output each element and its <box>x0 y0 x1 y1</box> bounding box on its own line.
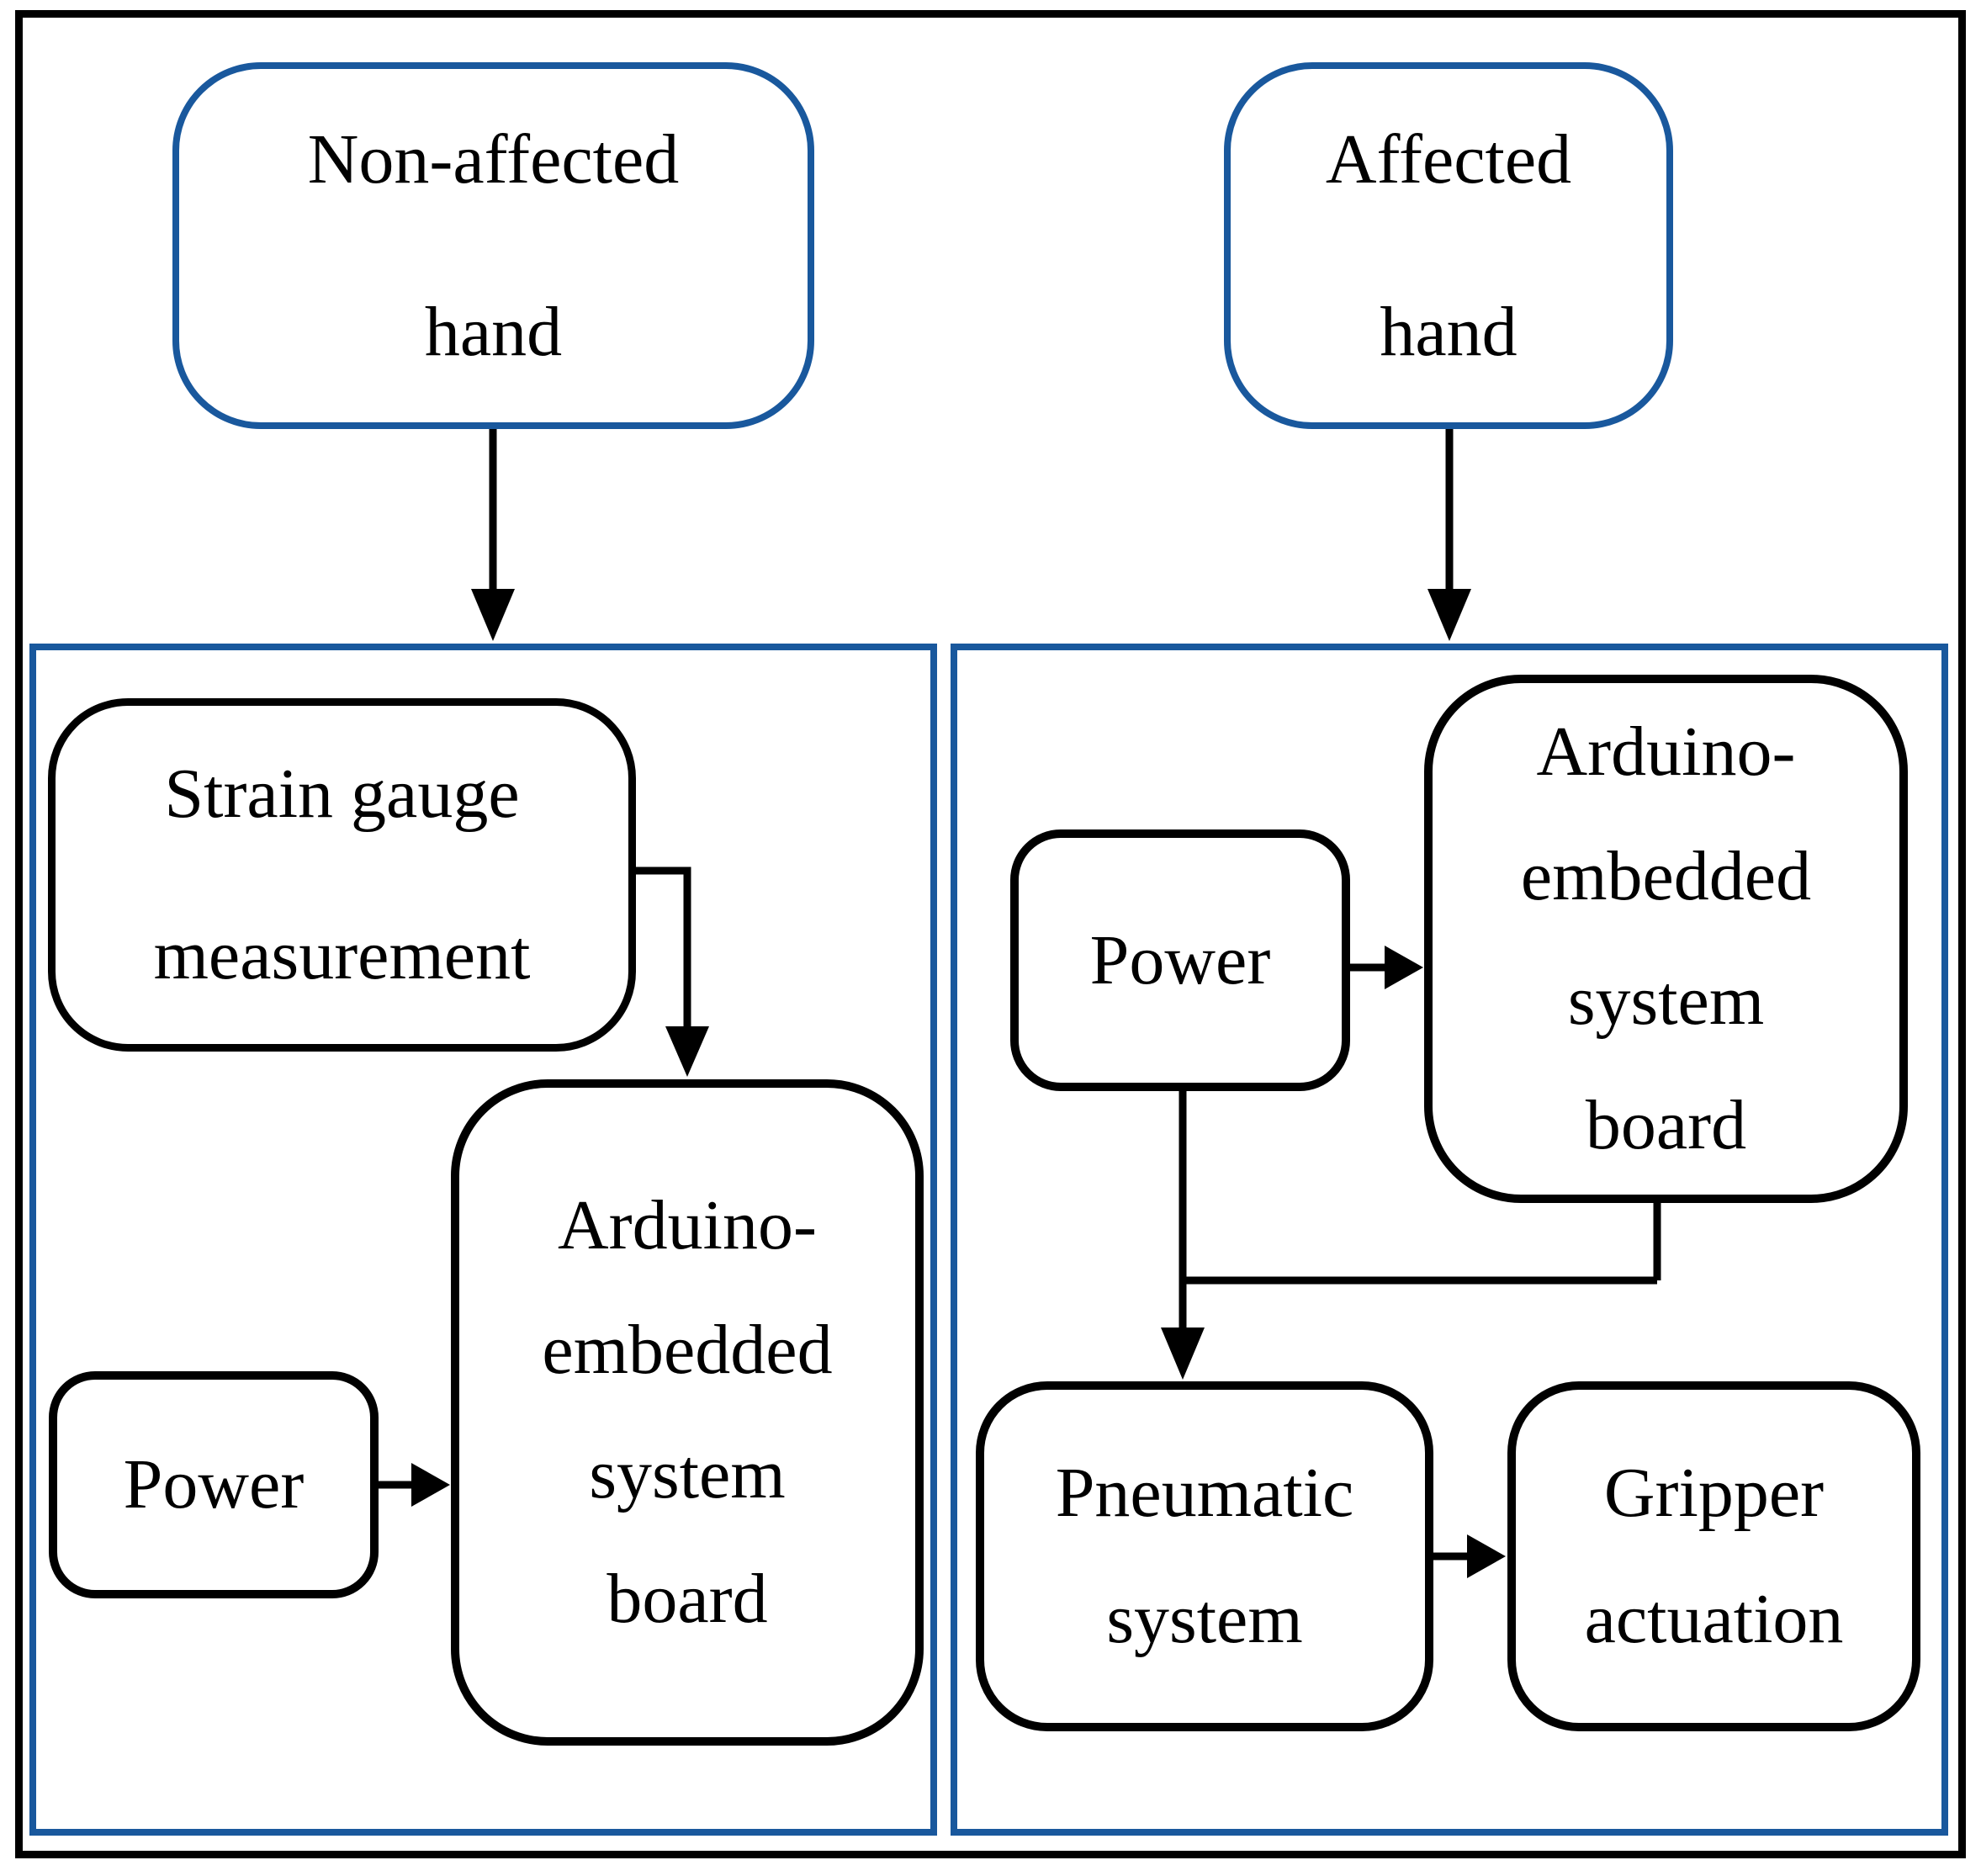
power-box-right: Power <box>1010 829 1350 1091</box>
affected-hand-label-line2: hand <box>1380 293 1518 371</box>
arduino-left-label-line1: Arduino- <box>558 1186 817 1264</box>
arduino-right-label-line4: board <box>1585 1086 1747 1164</box>
power-box-left: Power <box>49 1371 379 1598</box>
pneumatic-system-box: Pneumatic system <box>976 1381 1433 1731</box>
pneumatic-label-line1: Pneumatic <box>1055 1454 1354 1532</box>
non-affected-hand-label-line2: hand <box>424 293 563 371</box>
gripper-label-line2: actuation <box>1584 1580 1844 1658</box>
strain-gauge-measurement-box: Strain gauge measurement <box>48 698 636 1052</box>
affected-panel <box>951 644 1948 1836</box>
arrow-strain-gauge-to-arduino-left <box>633 866 709 1077</box>
arduino-right-label-line3: system <box>1567 962 1765 1040</box>
arduino-left-label-line2: embedded <box>542 1311 833 1389</box>
gripper-actuation-box: Gripper actuation <box>1507 1381 1920 1731</box>
strain-gauge-label-line1: Strain gauge <box>164 755 520 833</box>
figure-outer-border <box>15 10 1966 1858</box>
power-left-label: Power <box>123 1445 305 1524</box>
arduino-right-label-line1: Arduino- <box>1536 713 1796 791</box>
arduino-left-label-line4: board <box>606 1560 768 1638</box>
non-affected-panel <box>29 644 937 1836</box>
arduino-embedded-system-board-box-right: Arduino- embedded system board <box>1424 675 1908 1203</box>
arduino-embedded-system-board-box-left: Arduino- embedded system board <box>451 1079 924 1746</box>
arduino-right-label-line2: embedded <box>1520 837 1812 915</box>
strain-gauge-label-line2: measurement <box>153 916 531 994</box>
arrow-power-and-arduino-to-pneumatic <box>1161 1089 1661 1380</box>
arrow-pneumatic-to-gripper <box>1432 1534 1506 1578</box>
gripper-label-line1: Gripper <box>1603 1454 1825 1532</box>
pneumatic-label-line2: system <box>1106 1580 1303 1658</box>
arduino-left-label-line3: system <box>589 1435 786 1513</box>
arrow-affected-hand-to-right-panel <box>1427 429 1471 641</box>
arrow-power-right-to-arduino-right <box>1348 946 1423 989</box>
power-right-label: Power <box>1089 920 1271 999</box>
affected-hand-box: Affected hand <box>1224 62 1673 429</box>
arrow-power-left-to-arduino-left <box>377 1463 450 1507</box>
non-affected-hand-box: Non-affected hand <box>172 62 814 429</box>
affected-hand-label-line1: Affected <box>1325 120 1572 199</box>
arrow-nonaffected-hand-to-left-panel <box>471 429 515 641</box>
non-affected-hand-label-line1: Non-affected <box>307 120 680 199</box>
